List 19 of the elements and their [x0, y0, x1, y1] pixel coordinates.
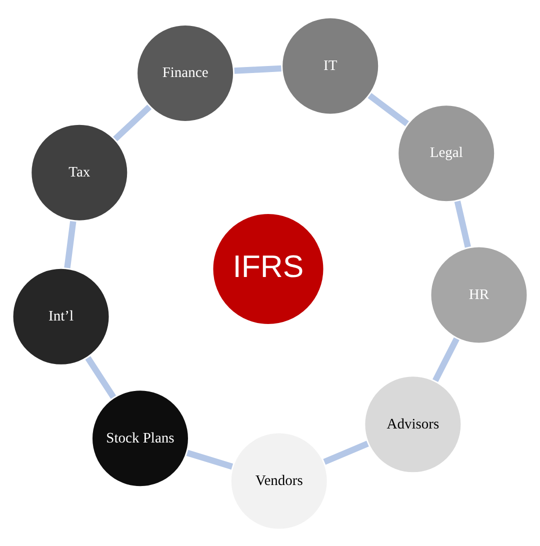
- node-circle: HR: [429, 244, 529, 344]
- node-circle: IFRS: [211, 211, 326, 326]
- connector: [323, 440, 369, 464]
- node-circle: Advisors: [363, 374, 463, 474]
- connector: [234, 64, 282, 74]
- node-circle: Stock Plans: [90, 388, 190, 488]
- connector: [85, 356, 116, 398]
- connector: [186, 449, 234, 470]
- node-circle: Finance: [135, 22, 236, 123]
- node-circle: Legal: [396, 103, 496, 203]
- connector: [64, 220, 76, 268]
- connector: [454, 200, 471, 248]
- connector: [368, 92, 409, 126]
- connector: [113, 104, 152, 141]
- connector: [432, 336, 460, 382]
- node-circle: Vendors: [229, 430, 329, 530]
- node-circle: Int’l: [11, 266, 111, 366]
- node-circle: Tax: [30, 122, 130, 222]
- node-circle: IT: [280, 16, 380, 116]
